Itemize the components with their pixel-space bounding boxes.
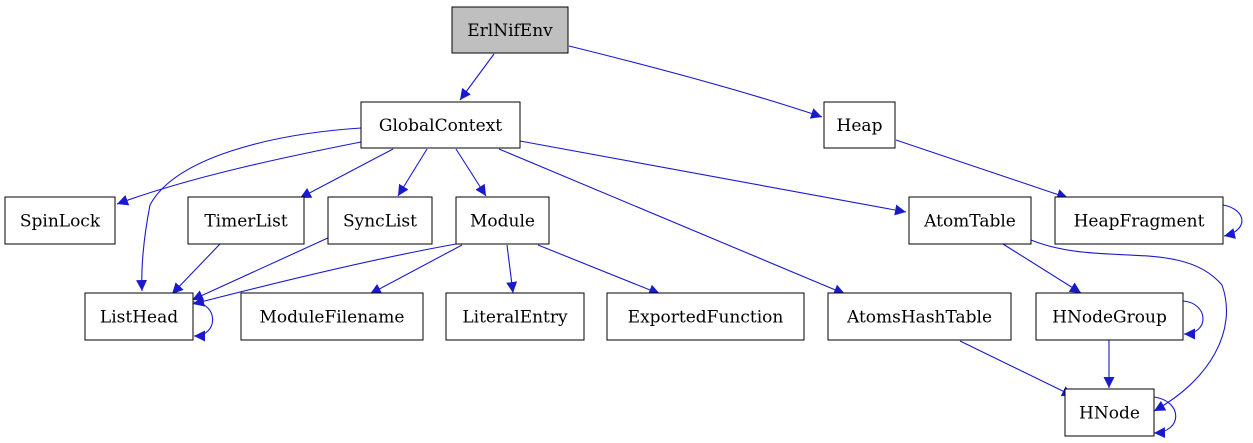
edge-module-to-literalentry (506, 244, 518, 294)
node-label: Heap (837, 116, 883, 136)
edge-globalcontext-to-atomshashtable (498, 148, 846, 295)
node-label: Module (470, 212, 535, 232)
node-timerlist[interactable]: TimerList (187, 196, 305, 245)
node-label: SyncList (343, 212, 417, 232)
edge-arrow (136, 127, 362, 292)
node-atomshashtable[interactable]: AtomsHashTable (827, 292, 1012, 341)
node-literalentry[interactable]: LiteralEntry (445, 292, 585, 341)
edge-arrow (506, 244, 518, 294)
node-globalcontext[interactable]: GlobalContext (360, 101, 521, 149)
node-box (360, 101, 521, 149)
edge-hnode-to-hnode (1153, 396, 1177, 439)
edge-arrow (171, 243, 221, 295)
node-label: TimerList (204, 212, 288, 232)
node-box (1035, 292, 1184, 341)
node-listhead[interactable]: ListHead (84, 292, 194, 341)
node-synclist[interactable]: SyncList (327, 196, 433, 245)
edge-arrow (498, 148, 846, 295)
edge-atomshashtable-to-hnode (959, 340, 1074, 397)
node-label: LiteralEntry (462, 308, 568, 328)
node-atomtable[interactable]: AtomTable (908, 196, 1032, 245)
node-box (4, 196, 116, 245)
node-erlnifenv[interactable]: ErlNifEnv (451, 6, 569, 54)
node-label: AtomsHashTable (846, 308, 992, 328)
edge-arrow (519, 140, 907, 216)
node-heapfragment[interactable]: HeapFragment (1054, 196, 1224, 245)
node-label: AtomTable (923, 212, 1016, 232)
edge-arrow (455, 148, 487, 197)
edge-arrow (459, 53, 495, 101)
node-hnode[interactable]: HNode (1064, 388, 1155, 437)
node-label: ModuleFilename (260, 308, 405, 328)
edge-arrow (1002, 243, 1082, 294)
edge-globalcontext-to-synclist (397, 148, 428, 197)
edge-arrow (1222, 204, 1243, 239)
edge-heapfragment-to-heapfragment (1222, 204, 1243, 239)
edge-arrow (1182, 300, 1204, 340)
node-label: ExportedFunction (628, 308, 784, 328)
edge-erlnifenv-to-globalcontext (459, 53, 495, 101)
edge-globalcontext-to-module (455, 148, 487, 197)
edge-arrow (895, 139, 1069, 200)
node-heap[interactable]: Heap (823, 101, 896, 149)
node-box (187, 196, 305, 245)
edge-arrow (192, 243, 457, 307)
node-hnodegroup[interactable]: HNodeGroup (1035, 292, 1184, 341)
edge-atomtable-to-hnode (1030, 239, 1227, 412)
edge-arrow (192, 301, 214, 342)
edge-globalcontext-to-spinlock (116, 141, 362, 206)
edge-arrow (191, 236, 331, 301)
edge-globalcontext-to-timerlist (299, 148, 394, 199)
edge-globalcontext-to-atomtable (519, 140, 907, 216)
edge-hnodegroup-to-hnodegroup (1182, 300, 1204, 340)
node-label: HNode (1079, 404, 1140, 424)
edge-atomtable-to-hnodegroup (1002, 243, 1082, 294)
edge-arrow (568, 45, 823, 119)
node-label: SpinLock (20, 212, 101, 232)
node-box (240, 292, 424, 341)
node-box (1054, 196, 1224, 245)
edge-module-to-exportedfunction (537, 244, 661, 296)
node-box (445, 292, 585, 341)
edge-arrow (1030, 239, 1227, 412)
node-box (1064, 388, 1155, 437)
node-label: HeapFragment (1074, 212, 1205, 232)
node-box (327, 196, 433, 245)
edge-arrow (537, 244, 661, 296)
edge-arrow (369, 244, 463, 295)
node-modulefilename[interactable]: ModuleFilename (240, 292, 424, 341)
edge-arrow (1153, 396, 1177, 439)
node-box (455, 196, 550, 245)
node-box (451, 6, 569, 54)
edge-timerlist-to-listhead (171, 243, 221, 295)
edge-arrow (959, 340, 1074, 397)
node-exportedfunction[interactable]: ExportedFunction (606, 292, 805, 341)
node-box (827, 292, 1012, 341)
edge-module-to-modulefilename (369, 244, 463, 295)
node-label: GlobalContext (379, 116, 502, 136)
node-box (606, 292, 805, 341)
node-spinlock[interactable]: SpinLock (4, 196, 116, 245)
node-box (84, 292, 194, 341)
node-module[interactable]: Module (455, 196, 550, 245)
edge-synclist-to-listhead (191, 236, 331, 301)
edge-heap-to-heapfragment (895, 139, 1069, 200)
edge-arrow (397, 148, 428, 197)
node-label: ErlNifEnv (467, 21, 553, 41)
edge-arrow (116, 141, 362, 206)
node-label: HNodeGroup (1052, 308, 1167, 328)
edge-module-to-listhead (192, 243, 457, 307)
edge-layer (116, 45, 1243, 439)
node-label: ListHead (100, 308, 178, 328)
edge-erlnifenv-to-heap (568, 45, 823, 119)
edge-arrow (299, 148, 394, 199)
edge-listhead-to-listhead (192, 301, 214, 342)
edge-globalcontext-to-listhead (136, 127, 362, 292)
node-box (823, 101, 896, 149)
node-box (908, 196, 1032, 245)
